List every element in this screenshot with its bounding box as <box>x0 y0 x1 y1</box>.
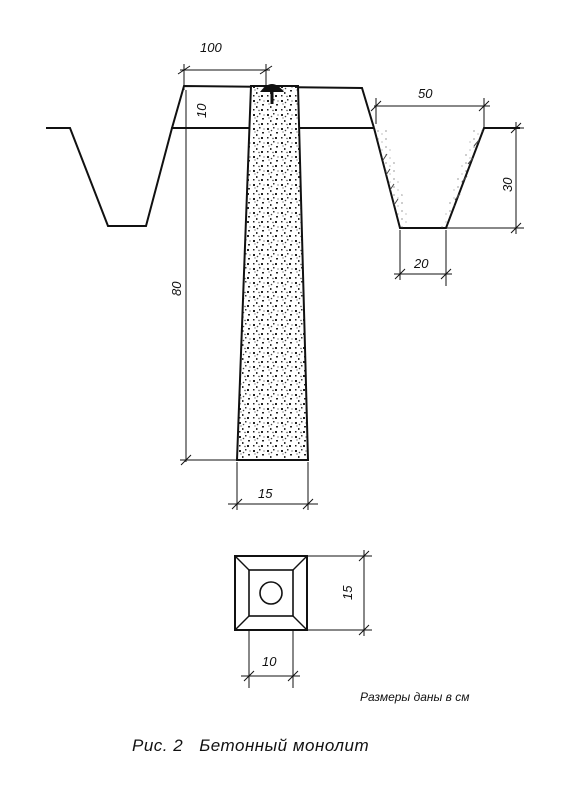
dim-label-mound-height: 10 <box>194 103 209 118</box>
right-ditch-outer-shading <box>440 128 484 228</box>
right-ditch-hatch <box>382 139 480 206</box>
right-ditch-inner-shading <box>374 128 410 228</box>
soil-shading <box>374 128 484 228</box>
dim-plan-side <box>307 550 372 636</box>
caption-number: Рис. 2 <box>132 736 184 755</box>
plan-outer-square <box>234 555 308 631</box>
pillar-plan-view <box>234 555 308 631</box>
figure-caption: Рис. 2 Бетонный монолит <box>132 736 369 756</box>
plan-inner-square <box>248 569 294 617</box>
dim-pillar-depth <box>180 90 240 466</box>
dim-ditch-bottom <box>394 230 452 286</box>
dim-pillar-bottom <box>228 462 318 510</box>
dim-label-plan-inner: 10 <box>262 654 277 669</box>
dim-label-ditch-top: 50 <box>418 86 433 101</box>
dim-top-width <box>177 64 273 90</box>
dim-label-pillar-bottom: 15 <box>258 486 273 501</box>
dim-label-top-width: 100 <box>200 40 222 55</box>
dim-ditch-top <box>370 98 490 128</box>
concrete-pillar <box>235 85 310 461</box>
dim-ditch-depth <box>446 122 524 234</box>
dim-label-plan-side: 15 <box>340 585 355 600</box>
left-ditch <box>46 127 180 227</box>
caption-title: Бетонный монолит <box>199 736 370 755</box>
dim-label-ditch-bottom: 20 <box>413 256 429 271</box>
dim-label-ditch-depth: 30 <box>500 177 515 192</box>
units-note: Размеры даны в см <box>360 690 470 704</box>
dim-plan-inner <box>241 630 300 688</box>
dim-label-pillar-depth: 80 <box>169 281 184 296</box>
plan-center-hole <box>259 581 283 605</box>
